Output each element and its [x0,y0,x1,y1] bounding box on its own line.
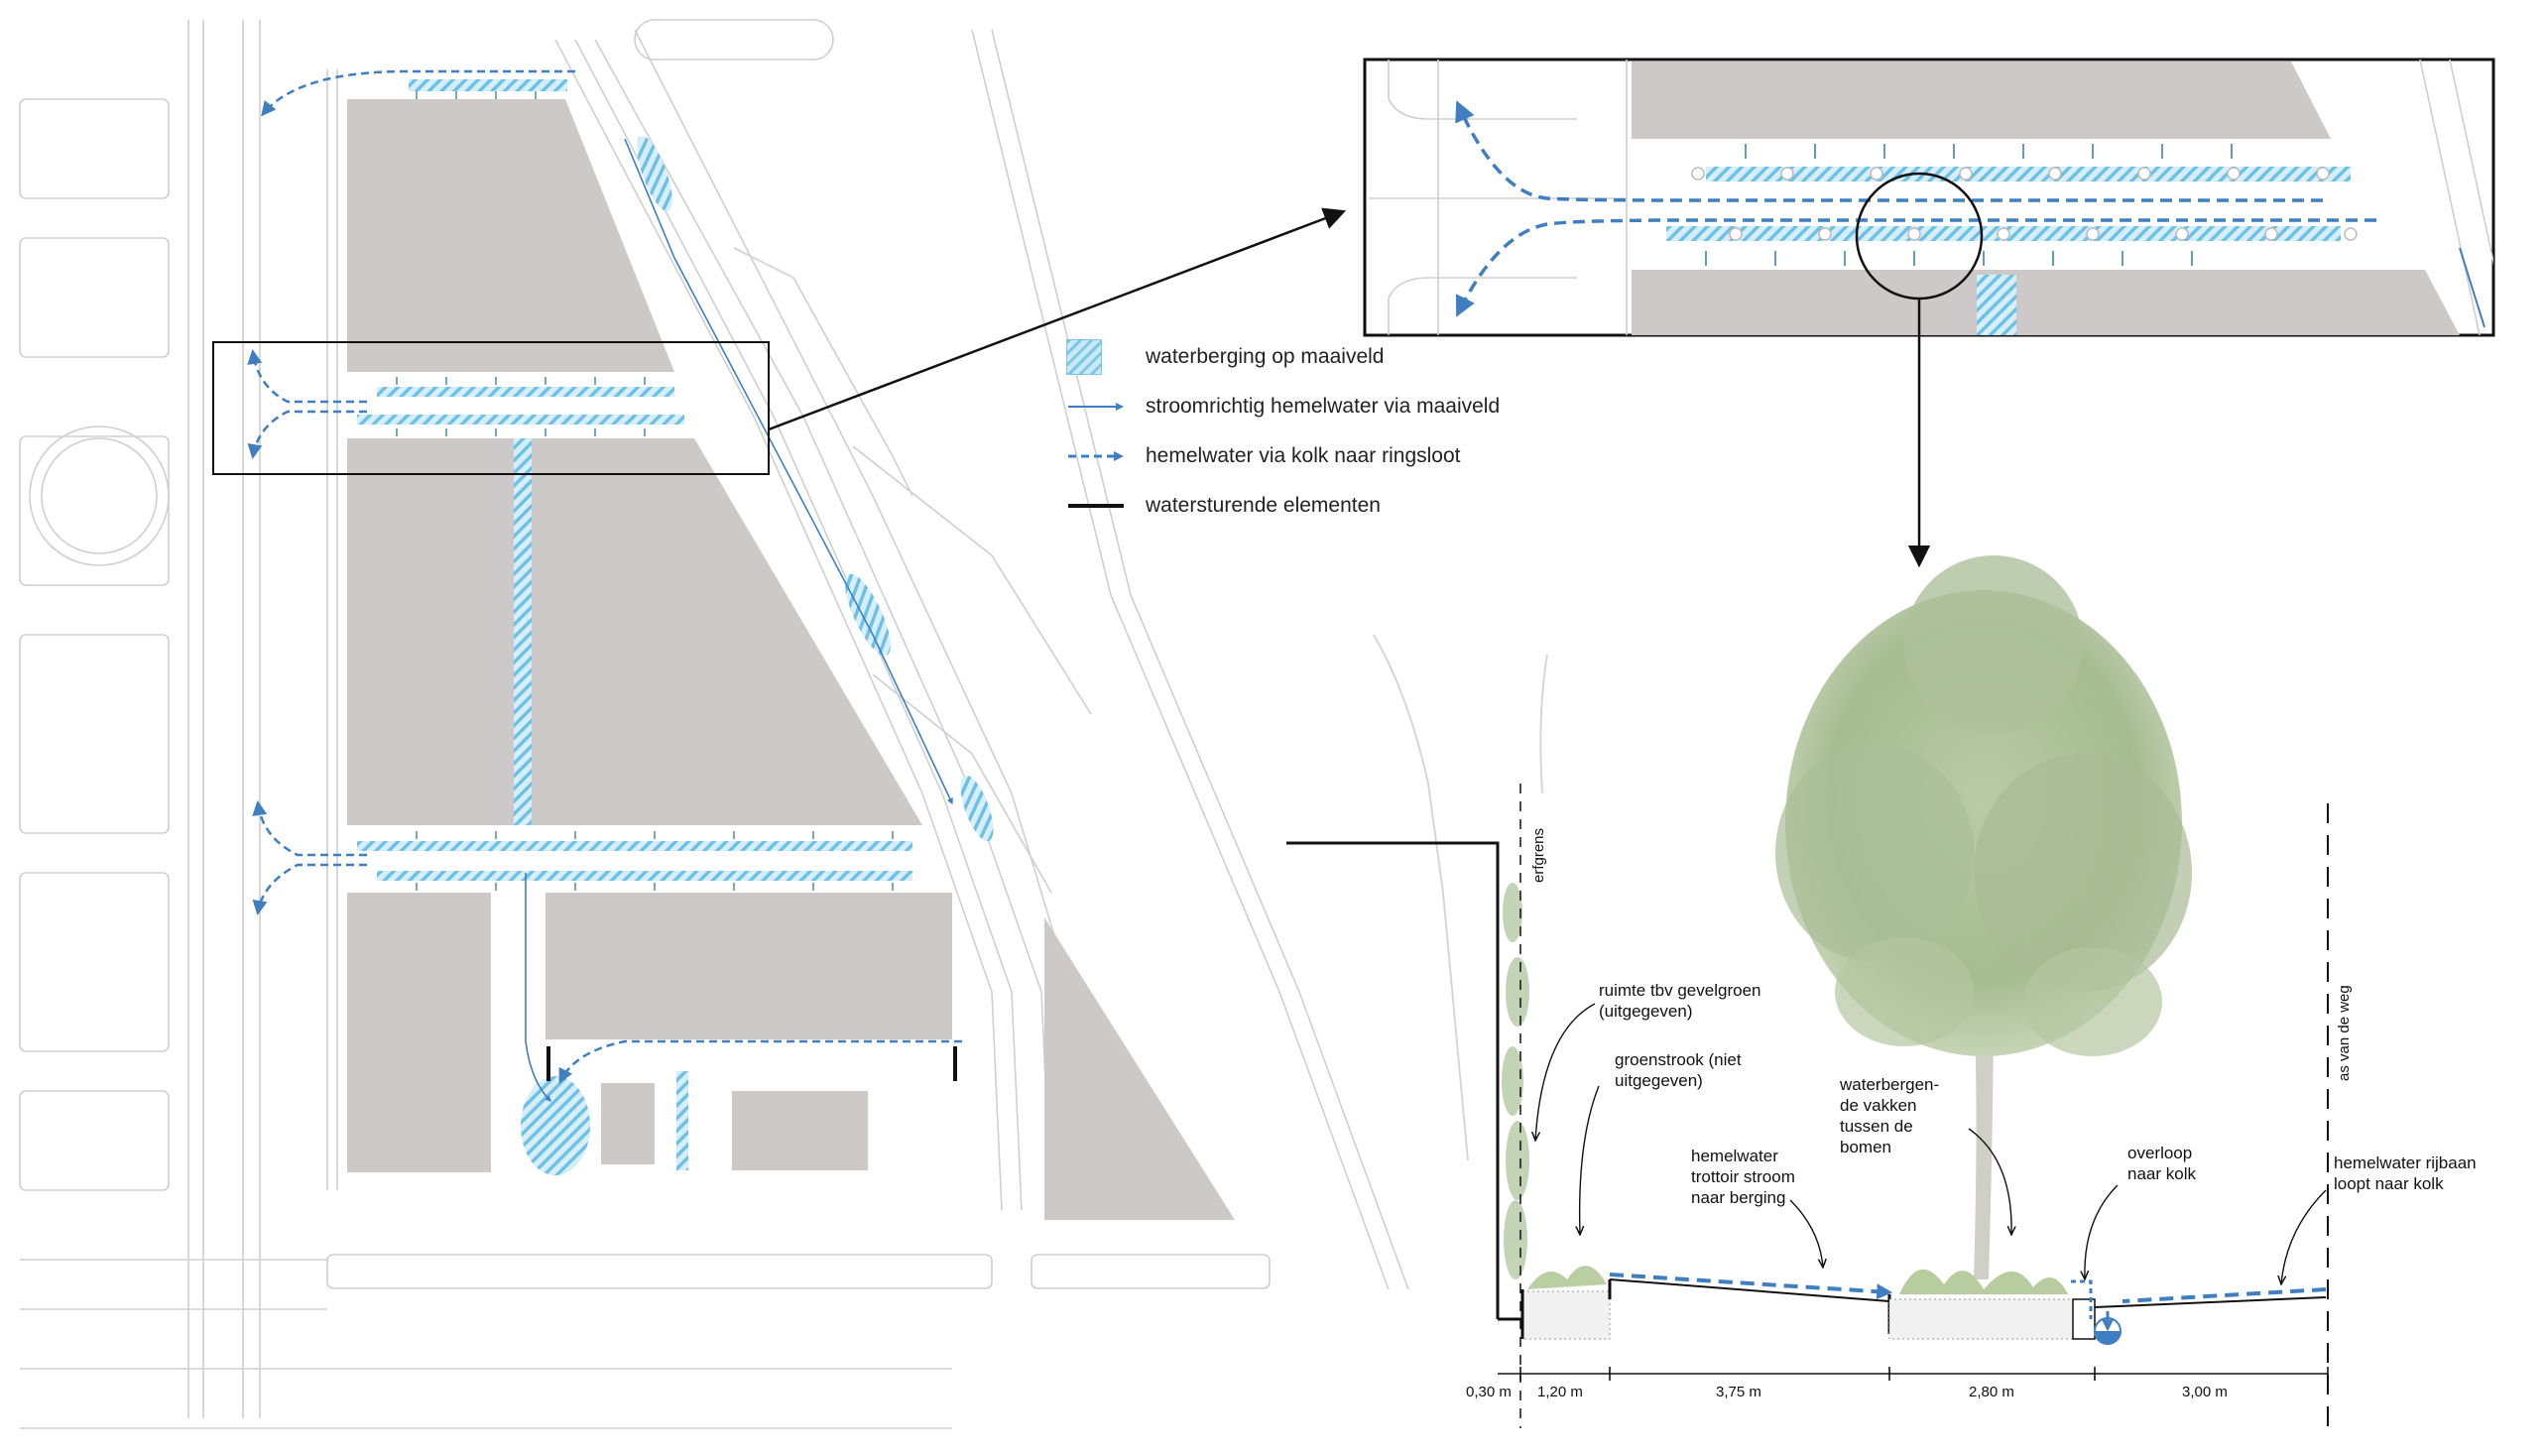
dimension-label: 1,20 m [1537,1384,1583,1400]
legend-label: waterberging op maaiveld [1146,345,1385,368]
annotation-gevelgroen: ruimte tbv gevelgroen (uitgegeven) [1599,981,1761,1021]
annotation-groenstrook: groenstrook (niet uitgegeven) [1615,1050,1742,1090]
section-water-lines [1609,1273,2327,1303]
building-central [347,438,922,825]
building-east [1044,917,1235,1220]
legend-label: watersturende elementen [1146,494,1381,517]
dashed-arrow-icon [1068,451,1124,461]
building-small-2 [732,1091,868,1170]
selection-frame [212,341,770,475]
erfgrens-label: erfgrens [1530,827,1547,883]
ground-profile [1498,1266,2327,1345]
buildings [347,99,1235,1220]
water-storage-areas [357,79,994,1175]
callout-arrow [768,207,1347,431]
site-plan [19,19,1409,1429]
black-bar-icon [1068,504,1124,508]
legend-item-surface-flow: stroomrichtig hemelwater via maaiveld [1066,382,1622,431]
legend: waterberging op maaiveld stroomrichtig h… [1066,332,1622,531]
cross-section [1286,555,2329,1428]
building-small [601,1083,655,1164]
legend-label: stroomrichtig hemelwater via maaiveld [1146,395,1501,418]
strip-arrows [396,91,894,891]
legend-item-steering-elements: watersturende elementen [1066,481,1622,531]
flow-lines [247,69,962,1102]
annotation-waterbergende-vakken: waterbergen- de vakken tussen de bomen [1840,1075,1940,1156]
annotation-trottoir: hemelwater trottoir stroom naar berging [1691,1147,1795,1207]
legend-item-water-storage: waterberging op maaiveld [1066,332,1622,382]
annotation-leaders [1535,1003,2327,1284]
detail-inset [1363,58,2495,568]
building-north [347,99,674,372]
dimension-label: 0,30 m [1466,1384,1512,1400]
hatch-swatch-icon [1066,339,1102,375]
as-van-de-weg-label: as van de weg [2336,985,2353,1081]
annotation-rijbaan: hemelwater rijbaan loopt naar kolk [2334,1153,2477,1193]
annotation-overloop: overloop naar kolk [2127,1144,2196,1183]
water-steering-elements [546,1046,957,1081]
tree [1775,555,2192,1279]
dimension-label: 2,80 m [1969,1384,2014,1400]
dimension-line [1498,1367,2329,1381]
dimension-label: 3,00 m [2182,1384,2228,1400]
building-sw [347,893,491,1172]
building-se [546,893,952,1039]
legend-label: hemelwater via kolk naar ringsloot [1146,444,1461,467]
dimension-label: 3,75 m [1716,1384,1761,1400]
legend-item-drain-flow: hemelwater via kolk naar ringsloot [1066,431,1622,481]
solid-arrow-icon [1068,403,1124,411]
